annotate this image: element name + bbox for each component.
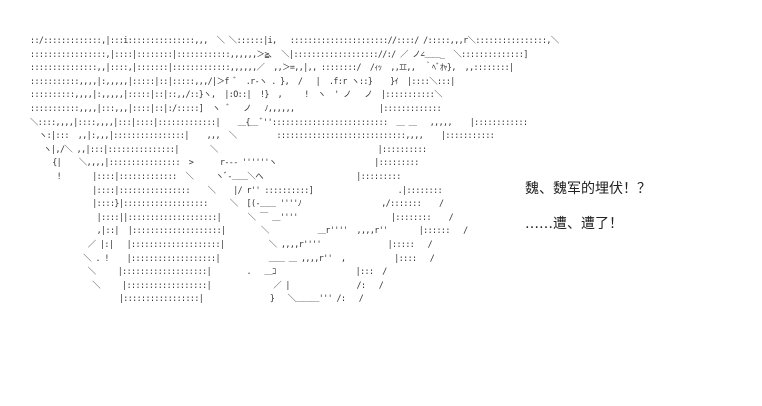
art-line: :::::::::::::::,,|::::,|:::::::|::::::::… [30,62,514,73]
art-line: {| ＼,,,,|:::::::::::::::: > r--- ''''''ヽ… [30,157,419,168]
art-line: ＼ . ! |:::::::::::::::::::| ＿＿ ＿ ,,,,r''… [30,252,435,263]
dialog-line-trapped: ……遭、遭了！ [525,216,623,232]
ascii-art-illustration: ::/:::::::::::::,|:::i:::::::::::::::,,,… [30,34,559,306]
art-line: |::::||::::::::::::::::::::| ＼ ￣ ＿'''' |… [30,211,454,222]
art-line: ! |::::|::::::::::::: ＼ ヽﾞ-＿＿＼へ |:::::::… [30,170,402,181]
art-line: |:::::::::::::::::| } ＼＿＿＿''' /: / [30,293,364,304]
art-line: :::::::::::,,,,|:,,,,,|:::::|::|:::::,,,… [30,75,455,86]
dialog-line-ambush: 魏、魏军的埋伏！？ [525,181,651,197]
art-line: ヽ|,/＼ ,,|:::|:::::::::::::::| ＼ |:::::::… [30,143,427,154]
art-line: :::::::::::,,,,|:::,,,|::::|::|:/:::::] … [30,102,442,113]
art-line: ＼::::,,,,|::::,,,,|:::|::::|::::::::::::… [30,116,528,127]
art-line: ＼ |:::::::::::::::::::| . ＿ｺ |::: / [30,266,388,277]
art-line: ／ |:| |::::::::::::::::::::| ＼ ,,,,r''''… [30,238,433,249]
art-line: ＼ |::::::::::::::::::| ／ | /: / [30,279,384,290]
art-line: |::::|:::::::::::::::: ＼ |/ r'' ::::::::… [30,184,443,195]
art-line: ヽ:|::: ,,|:,,,|::::::::::::::::| ,,, ＼ :… [30,130,495,141]
art-line: ,|::| |::::::::::::::::::::| ＼ ＿r'''' ,,… [30,225,469,236]
art-line: ::::::::::,,,,|:,,,,,|:::::|::|::,,/::}ヽ… [30,89,443,100]
art-line: |::::}|::::::::::::::::::: ＼ [(-＿＿ ''''ﾉ… [30,198,444,209]
art-line: :::::::::::::::::,|::::|::::::::|:::::::… [30,48,528,59]
art-line: ::/:::::::::::::,|:::i:::::::::::::::,,,… [30,35,559,45]
